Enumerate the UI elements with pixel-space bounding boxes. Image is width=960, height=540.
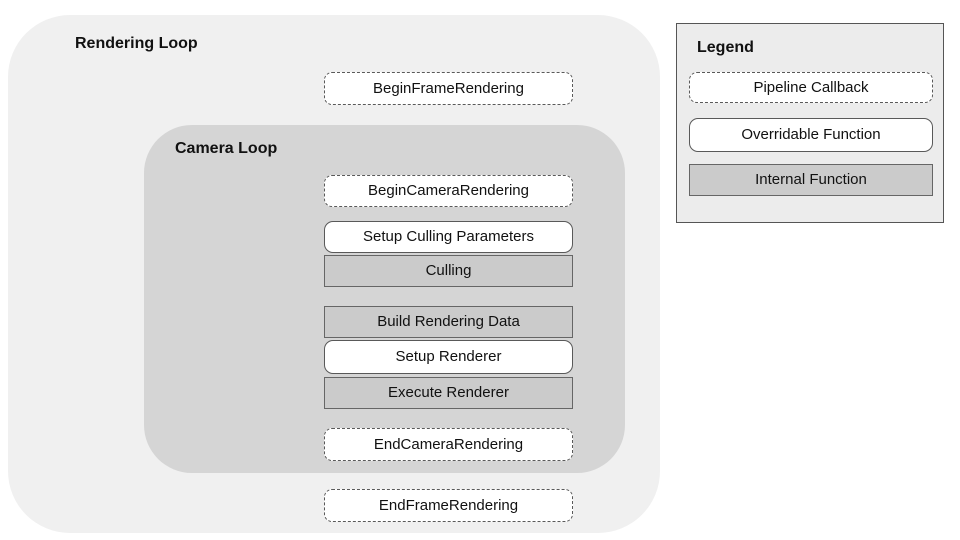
flow-box-culling: Culling (324, 255, 573, 287)
legend-item-overridable-function: Overridable Function (689, 118, 933, 152)
flow-box-build-rendering-data: Build Rendering Data (324, 306, 573, 338)
flow-box-end-frame-rendering: EndFrameRendering (324, 489, 573, 522)
legend-title: Legend (697, 39, 754, 56)
camera-loop-label: Camera Loop (175, 140, 278, 157)
rendering-loop-label: Rendering Loop (75, 35, 198, 52)
flow-box-setup-culling-parameters: Setup Culling Parameters (324, 221, 573, 253)
flow-box-begin-camera-rendering: BeginCameraRendering (324, 175, 573, 207)
legend-item-pipeline-callback: Pipeline Callback (689, 72, 933, 103)
flow-box-setup-renderer: Setup Renderer (324, 340, 573, 374)
legend-panel: Legend Pipeline Callback Overridable Fun… (676, 23, 944, 223)
flow-box-end-camera-rendering: EndCameraRendering (324, 428, 573, 461)
flow-box-execute-renderer: Execute Renderer (324, 377, 573, 409)
flow-box-begin-frame-rendering: BeginFrameRendering (324, 72, 573, 105)
legend-item-internal-function: Internal Function (689, 164, 933, 196)
